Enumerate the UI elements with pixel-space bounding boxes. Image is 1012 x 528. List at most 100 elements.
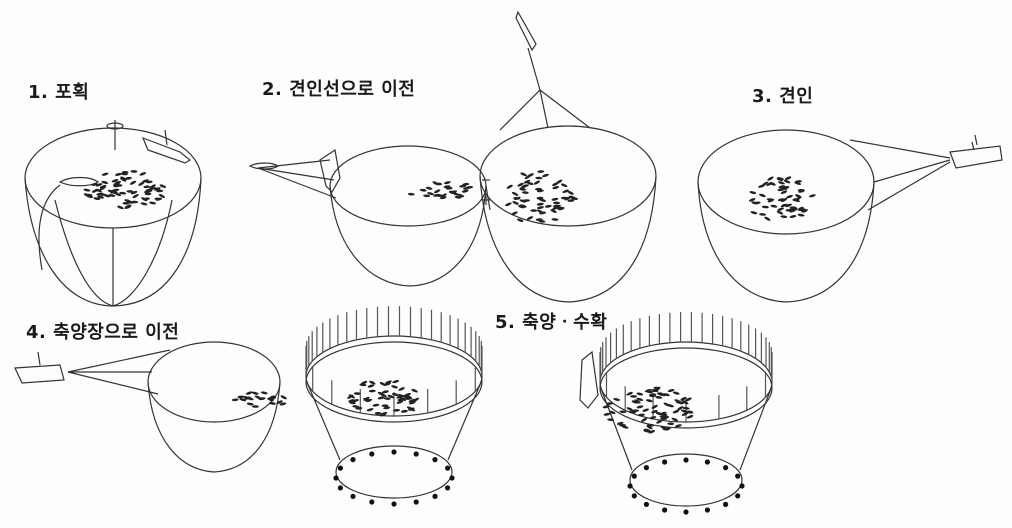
fish <box>512 200 519 205</box>
fish <box>764 216 771 222</box>
fish <box>423 194 430 197</box>
fish <box>140 202 147 206</box>
sinker-weight <box>705 507 710 512</box>
fish <box>560 183 567 188</box>
sinker-weight <box>632 493 637 498</box>
sinker-weight <box>369 451 374 456</box>
fish <box>537 206 544 210</box>
fish <box>369 390 376 393</box>
sinker-weight <box>391 501 396 506</box>
fish <box>759 213 766 216</box>
fish <box>252 405 259 408</box>
fish <box>247 402 254 406</box>
step5-label: 5. 축양ㆍ수확 <box>495 308 607 334</box>
fish <box>372 403 379 407</box>
step5-boat-icon <box>580 352 598 408</box>
fish <box>129 180 136 186</box>
fish <box>366 407 373 412</box>
fish <box>535 177 542 180</box>
step2-label: 2. 견인선으로 이전 <box>262 75 415 101</box>
fish <box>641 417 648 423</box>
sinker-weight <box>338 485 343 490</box>
fish <box>613 398 620 402</box>
fish <box>655 396 662 400</box>
step4-boat-icon <box>15 352 64 383</box>
sinker-weight <box>333 475 338 480</box>
sinker-weight <box>350 494 355 499</box>
step2-towing-boat-icon <box>250 150 340 192</box>
fish <box>522 191 529 194</box>
sinker-weight <box>449 475 454 480</box>
step2-fish-school-b <box>505 170 579 223</box>
fish <box>809 194 816 198</box>
sinker-weight <box>432 457 437 462</box>
sinker-weight <box>644 465 649 470</box>
fish <box>789 215 796 219</box>
step3-net <box>698 130 950 302</box>
fish <box>619 424 626 427</box>
step3-label: 3. 견인 <box>752 82 813 108</box>
fish <box>384 397 391 400</box>
fish <box>533 180 540 186</box>
sinker-weight <box>723 465 728 470</box>
fish <box>542 173 549 178</box>
fish <box>398 386 405 391</box>
sinker-weight <box>735 493 740 498</box>
fish <box>143 185 150 188</box>
sinker-weight <box>445 485 450 490</box>
fish <box>770 204 777 208</box>
fish <box>130 170 137 173</box>
fish <box>115 172 122 176</box>
fish <box>139 171 146 176</box>
step4-label: 4. 축양장으로 이전 <box>26 318 179 344</box>
sinker-weight <box>632 474 637 479</box>
fish <box>117 205 124 210</box>
fish <box>778 181 785 185</box>
fish <box>511 191 518 196</box>
fish <box>762 205 769 208</box>
fish <box>261 391 268 395</box>
sinker-weight <box>723 502 728 507</box>
fish <box>750 211 757 215</box>
fish <box>433 189 440 194</box>
fish <box>420 188 427 192</box>
fish <box>245 391 252 396</box>
step2-crane-buoy <box>500 12 590 130</box>
sinker-weight <box>391 449 396 454</box>
fish <box>392 392 399 396</box>
fish <box>237 395 244 398</box>
step4-towing-net <box>68 342 280 472</box>
fish <box>138 181 145 187</box>
fish <box>101 172 108 176</box>
fish <box>359 383 366 386</box>
sinker-weight <box>414 499 419 504</box>
fish <box>280 395 287 401</box>
fish <box>767 176 774 182</box>
fish <box>530 209 537 212</box>
step2-holding-net <box>480 126 656 302</box>
step1-net <box>25 120 201 306</box>
fish <box>797 213 804 217</box>
step3-boat-icon <box>950 135 1002 168</box>
sinker-weight <box>705 459 710 464</box>
fish <box>642 408 649 413</box>
fish <box>545 204 552 208</box>
sinker-weight <box>662 507 667 512</box>
step1-fish-school <box>83 170 166 210</box>
fish <box>269 402 276 406</box>
sinker-weight <box>414 451 419 456</box>
sinker-weight <box>369 499 374 504</box>
fish <box>537 202 544 206</box>
sinker-weight <box>432 494 437 499</box>
sinker-weight <box>644 502 649 507</box>
fish <box>630 395 637 398</box>
fish <box>506 184 513 190</box>
fish <box>461 189 468 193</box>
fish <box>444 181 451 185</box>
fish <box>149 201 156 205</box>
fish <box>636 392 643 396</box>
step2-fish-school-a <box>408 180 473 199</box>
fish <box>411 388 418 393</box>
step1-boat-icon <box>39 130 190 270</box>
fish <box>122 171 129 174</box>
